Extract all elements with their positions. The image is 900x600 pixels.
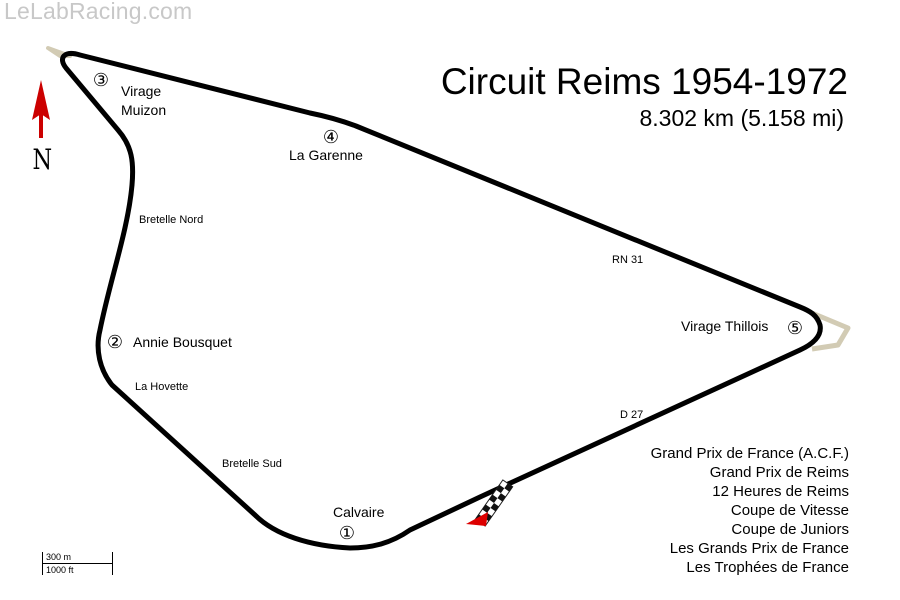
turn-number-1: ①: [339, 523, 355, 544]
section-label-rn31: RN 31: [612, 254, 643, 266]
turn-number-5: ⑤: [787, 318, 803, 339]
scale-bar: 300 m 1000 ft: [42, 551, 114, 576]
race-list-item: Les Grands Prix de France: [669, 540, 849, 557]
race-list-item: Grand Prix de France (A.C.F.): [650, 445, 849, 462]
circuit-length: 8.302 km (5.158 mi): [639, 105, 844, 131]
turn-number-3: ③: [93, 70, 109, 91]
scale-tick: [112, 552, 113, 563]
watermark: LeLabRacing.com: [4, 0, 193, 24]
race-list-item: 12 Heures de Reims: [712, 483, 849, 500]
section-label-bretelle-nord: Bretelle Nord: [139, 214, 203, 226]
race-list-item: Les Trophées de France: [686, 559, 849, 576]
scale-label-metric: 300 m: [46, 552, 72, 562]
race-list-item: Coupe de Juniors: [731, 521, 849, 538]
turn-number-2: ②: [107, 332, 123, 353]
scale-tick: [112, 563, 113, 575]
runoff-thillois: [811, 310, 851, 352]
corner-label-virage-thillois: Virage Thillois: [681, 318, 768, 334]
corner-label-calvaire: Calvaire: [333, 504, 385, 520]
section-label-bretelle-sud: Bretelle Sud: [222, 458, 282, 470]
scale-tick: [42, 552, 43, 575]
map-title: Circuit Reims 1954-1972: [440, 61, 848, 102]
section-label-d27: D 27: [620, 409, 643, 421]
race-list-item: Grand Prix de Reims: [709, 464, 849, 481]
track-outline: [60, 51, 823, 551]
north-arrow-icon: [32, 80, 50, 138]
corner-label-annie-bousquet: Annie Bousquet: [133, 334, 232, 350]
scale-label-imperial: 1000 ft: [46, 565, 74, 575]
scale-line: [42, 563, 113, 564]
race-list: Grand Prix de France (A.C.F.) Grand Prix…: [651, 444, 849, 577]
turn-number-4: ④: [323, 127, 339, 148]
corner-label-virage-muizon: Virage Muizon: [121, 83, 166, 118]
section-label-la-hovette: La Hovette: [135, 381, 188, 393]
race-list-item: Coupe de Vitesse: [730, 502, 849, 519]
north-label: N: [32, 143, 53, 176]
corner-label-la-garenne: La Garenne: [289, 147, 363, 163]
start-direction-icon: [466, 512, 488, 526]
